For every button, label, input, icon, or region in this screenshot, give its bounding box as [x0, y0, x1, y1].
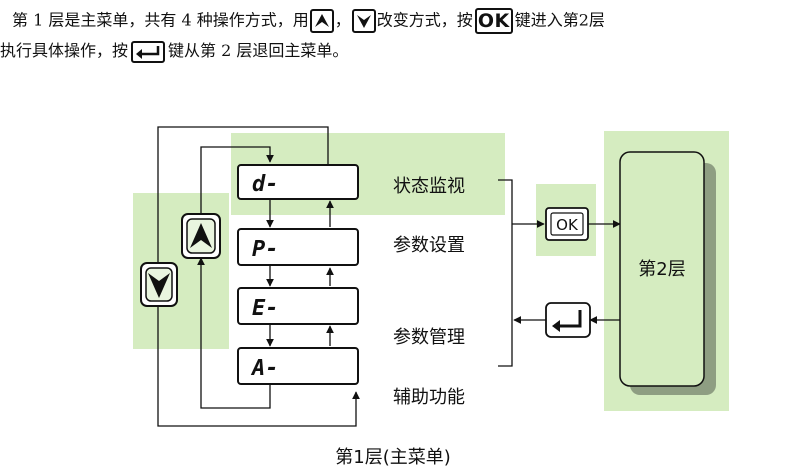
outer-loop-top — [157, 126, 329, 263]
intro-text-1c: 键进入第2层 — [514, 10, 605, 30]
layer2-label: 第2层 — [638, 259, 685, 280]
up-arrow-key-icon — [309, 9, 334, 33]
down-key-icon[interactable] — [140, 262, 178, 307]
intro-line-2: 执行具体操作，按 键从第 2 层退回主菜单。 — [0, 40, 786, 63]
ok-button-label: OK — [556, 216, 579, 234]
lcd-display-p: P- — [237, 228, 359, 266]
menu-label-params: 参数设置 — [393, 235, 465, 256]
down-arrow-key-icon — [351, 9, 376, 33]
menu-label-aux: 辅助功能 — [393, 387, 465, 408]
enter-key-icon — [131, 40, 166, 63]
ok-key-icon: OK — [474, 8, 513, 34]
lcd-text-d: d- — [252, 172, 279, 197]
lcd-display-e: E- — [237, 287, 359, 325]
intro-text-2a: 执行具体操作，按 — [0, 41, 129, 60]
lcd-text-e: E- — [252, 296, 279, 321]
lcd-display-a: A- — [237, 347, 359, 385]
outer-loop-bottom — [157, 306, 360, 427]
menu-bracket — [498, 179, 513, 367]
menu-label-manage: 参数管理 — [393, 327, 465, 348]
intro-separator: ， — [334, 10, 351, 30]
intro-text-1a: 第 1 层是主菜单，共有 4 种操作方式，用 — [12, 10, 309, 30]
lcd-display-d: d- — [237, 164, 359, 200]
layer2-box[interactable] — [619, 151, 705, 387]
inner-loop-bottom — [197, 257, 271, 409]
lcd-text-p: P- — [252, 237, 279, 262]
intro-text-2b: 键从第 2 层退回主菜单。 — [168, 41, 349, 60]
lcd-text-a: A- — [250, 356, 279, 381]
menu-label-status: 状态监视 — [393, 176, 465, 197]
inner-loop-top — [200, 146, 274, 214]
enter-key-icon[interactable] — [545, 302, 591, 338]
ok-button[interactable]: OK — [545, 207, 589, 241]
intro-text-1b: 改变方式，按 — [376, 10, 473, 30]
diagram-caption: 第1层(主菜单) — [335, 447, 451, 468]
up-key-icon[interactable] — [181, 213, 221, 259]
